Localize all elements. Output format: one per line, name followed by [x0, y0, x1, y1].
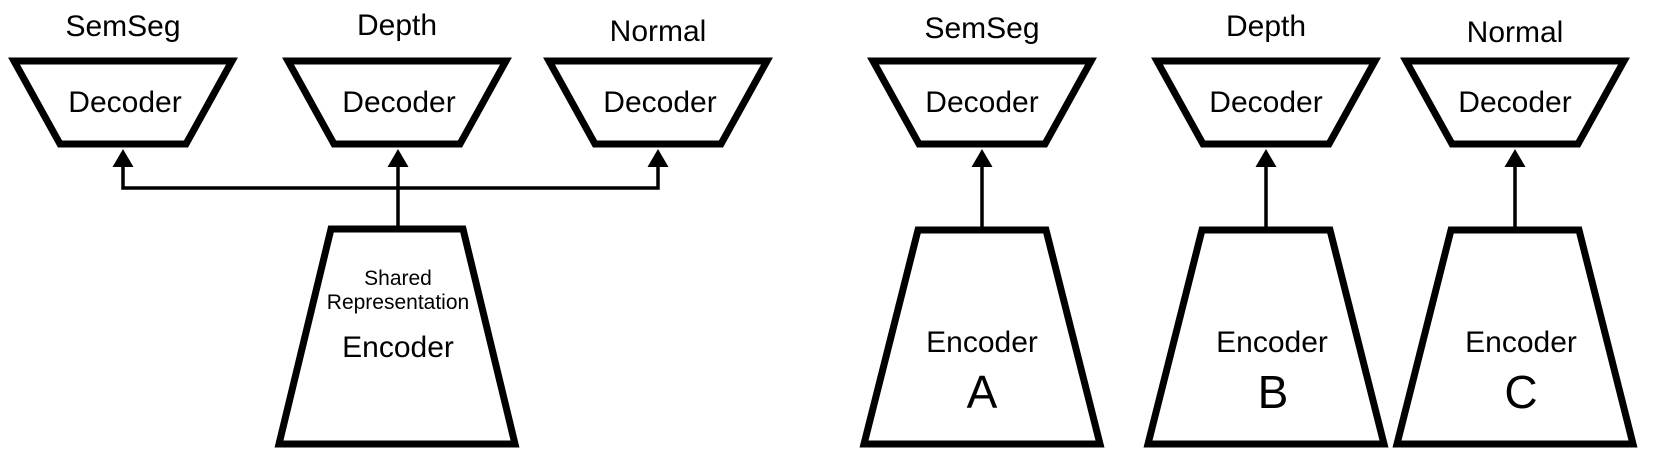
left-normal-decoder-label: Decoder	[603, 86, 716, 119]
shared-encoder-label: Encoder	[342, 331, 454, 364]
shared-encoder-annotation-line1: Shared	[364, 267, 432, 290]
right-semseg-decoder-label: Decoder	[925, 86, 1038, 119]
column-normal-encoder-c: Normal Decoder Encoder C	[1392, 16, 1638, 448]
left-depth-decoder-shape	[282, 57, 512, 148]
encoder-b-label: Encoder	[1216, 326, 1328, 359]
left-depth-decoder-label: Decoder	[342, 86, 455, 119]
column-depth-encoder-b: Depth Decoder Encoder B	[1143, 10, 1389, 448]
right-normal-decoder-shape	[1400, 57, 1630, 148]
right-depth-decoder-shape	[1151, 57, 1381, 148]
arrowhead-encoder-b-icon	[1255, 149, 1277, 167]
shared-encoder-annotation-line2: Representation	[327, 291, 469, 314]
encoder-c-shape	[1392, 226, 1638, 448]
shared-encoder-shape	[274, 225, 520, 448]
shared-encoder-architecture: SemSeg Decoder Depth Decoder Normal Deco…	[8, 9, 773, 448]
encoder-a-shape	[859, 226, 1105, 448]
independent-encoders-architecture: SemSeg Decoder Encoder A Depth Decoder E…	[859, 10, 1638, 448]
right-semseg-decoder-shape	[867, 57, 1097, 148]
encoder-b-id: B	[1258, 366, 1289, 418]
shared-branch-connector-line	[121, 166, 660, 190]
encoder-a-id: A	[967, 366, 998, 418]
arrowhead-to-normal-decoder-icon	[647, 149, 669, 167]
encoder-a-label: Encoder	[926, 326, 1038, 359]
left-semseg-decoder-label: Decoder	[68, 86, 181, 119]
left-depth-task-title: Depth	[357, 9, 437, 42]
encoder-c-id: C	[1504, 366, 1537, 418]
encoder-c-label: Encoder	[1465, 326, 1577, 359]
left-normal-task-title: Normal	[610, 15, 707, 48]
right-semseg-task-title: SemSeg	[924, 12, 1039, 45]
arrowhead-encoder-c-icon	[1504, 149, 1526, 167]
left-semseg-task-title: SemSeg	[65, 10, 180, 43]
left-semseg-decoder-shape	[8, 57, 238, 148]
column-semseg-encoder-a: SemSeg Decoder Encoder A	[859, 12, 1105, 448]
right-depth-task-title: Depth	[1226, 10, 1306, 43]
right-depth-decoder-label: Decoder	[1209, 86, 1322, 119]
right-normal-decoder-label: Decoder	[1458, 86, 1571, 119]
left-normal-decoder-shape	[543, 57, 773, 148]
encoder-b-shape	[1143, 226, 1389, 448]
right-normal-task-title: Normal	[1467, 16, 1564, 49]
arrowhead-encoder-a-icon	[971, 149, 993, 167]
arrowhead-to-semseg-decoder-icon	[112, 149, 134, 167]
arrowhead-to-depth-decoder-icon	[387, 149, 409, 167]
